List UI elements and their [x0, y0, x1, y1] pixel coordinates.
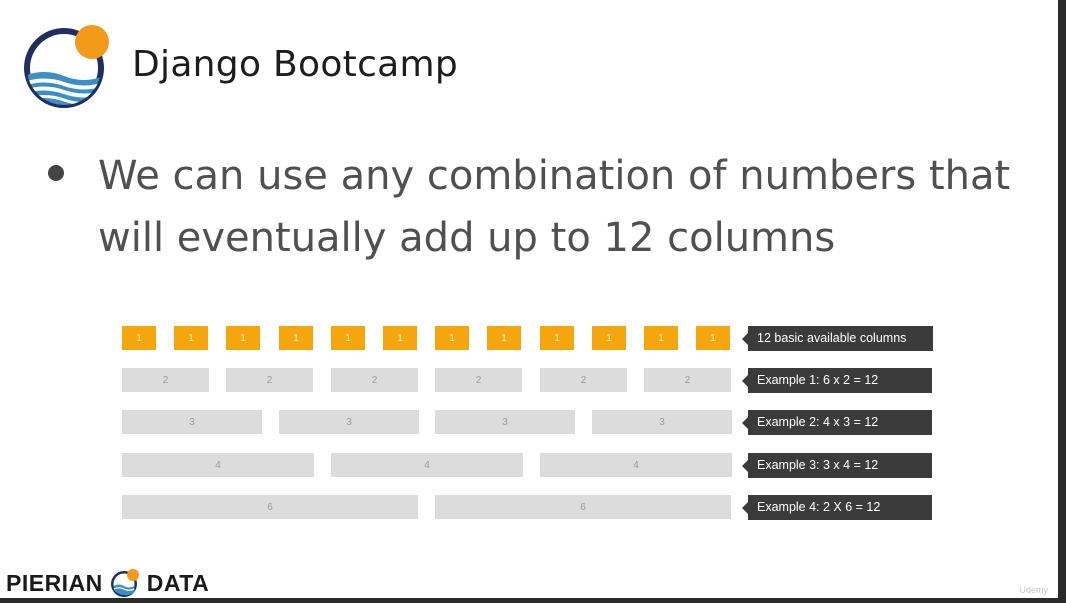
example-column-block: 2 — [122, 368, 209, 392]
example-column-block: 2 — [540, 368, 627, 392]
basic-column-block: 1 — [122, 326, 156, 350]
row-label: Example 1: 6 x 2 = 12 — [742, 368, 932, 393]
example-column-block: 2 — [226, 368, 313, 392]
basic-column-block: 1 — [331, 326, 365, 350]
basic-column-block: 1 — [592, 326, 626, 350]
example-column-block: 6 — [122, 495, 418, 519]
example-column-block: 2 — [331, 368, 418, 392]
example-column-block: 3 — [122, 410, 262, 434]
bullet-text: We can use any combination of numbers th… — [98, 153, 1011, 261]
footer-brand-left: PIERIAN — [6, 569, 103, 596]
example-column-block: 3 — [592, 410, 732, 434]
pierian-logo-icon — [24, 25, 109, 108]
pierian-data-footer-logo: PIERIAN DATA — [6, 566, 209, 600]
basic-column-block: 1 — [540, 326, 574, 350]
basic-column-block: 1 — [383, 326, 417, 350]
basic-column-block: 1 — [435, 326, 469, 350]
slide-title: Django Bootcamp — [132, 44, 459, 85]
row-label: Example 3: 3 x 4 = 12 — [742, 453, 932, 478]
pierian-sun-wave-icon — [110, 569, 139, 597]
footer-brand-right: DATA — [146, 569, 210, 596]
example-column-block: 4 — [122, 453, 314, 477]
row-label: Example 2: 4 x 3 = 12 — [742, 410, 932, 435]
basic-column-block: 1 — [226, 326, 260, 350]
row-label: Example 4: 2 X 6 = 12 — [742, 495, 932, 520]
basic-column-block: 1 — [696, 326, 730, 350]
example-column-block: 3 — [435, 410, 575, 434]
example-column-block: 6 — [435, 495, 731, 519]
example-column-block: 2 — [644, 368, 731, 392]
example-column-block: 4 — [540, 453, 732, 477]
row-label: 12 basic available columns — [742, 326, 933, 351]
example-column-block: 2 — [435, 368, 522, 392]
bullet-point-icon — [48, 165, 64, 181]
basic-column-block: 1 — [487, 326, 521, 350]
basic-column-block: 1 — [174, 326, 208, 350]
example-column-block: 3 — [279, 410, 419, 434]
basic-column-block: 1 — [279, 326, 313, 350]
example-column-block: 4 — [331, 453, 523, 477]
udemy-watermark: Udemy — [1019, 585, 1048, 595]
basic-column-block: 1 — [644, 326, 678, 350]
